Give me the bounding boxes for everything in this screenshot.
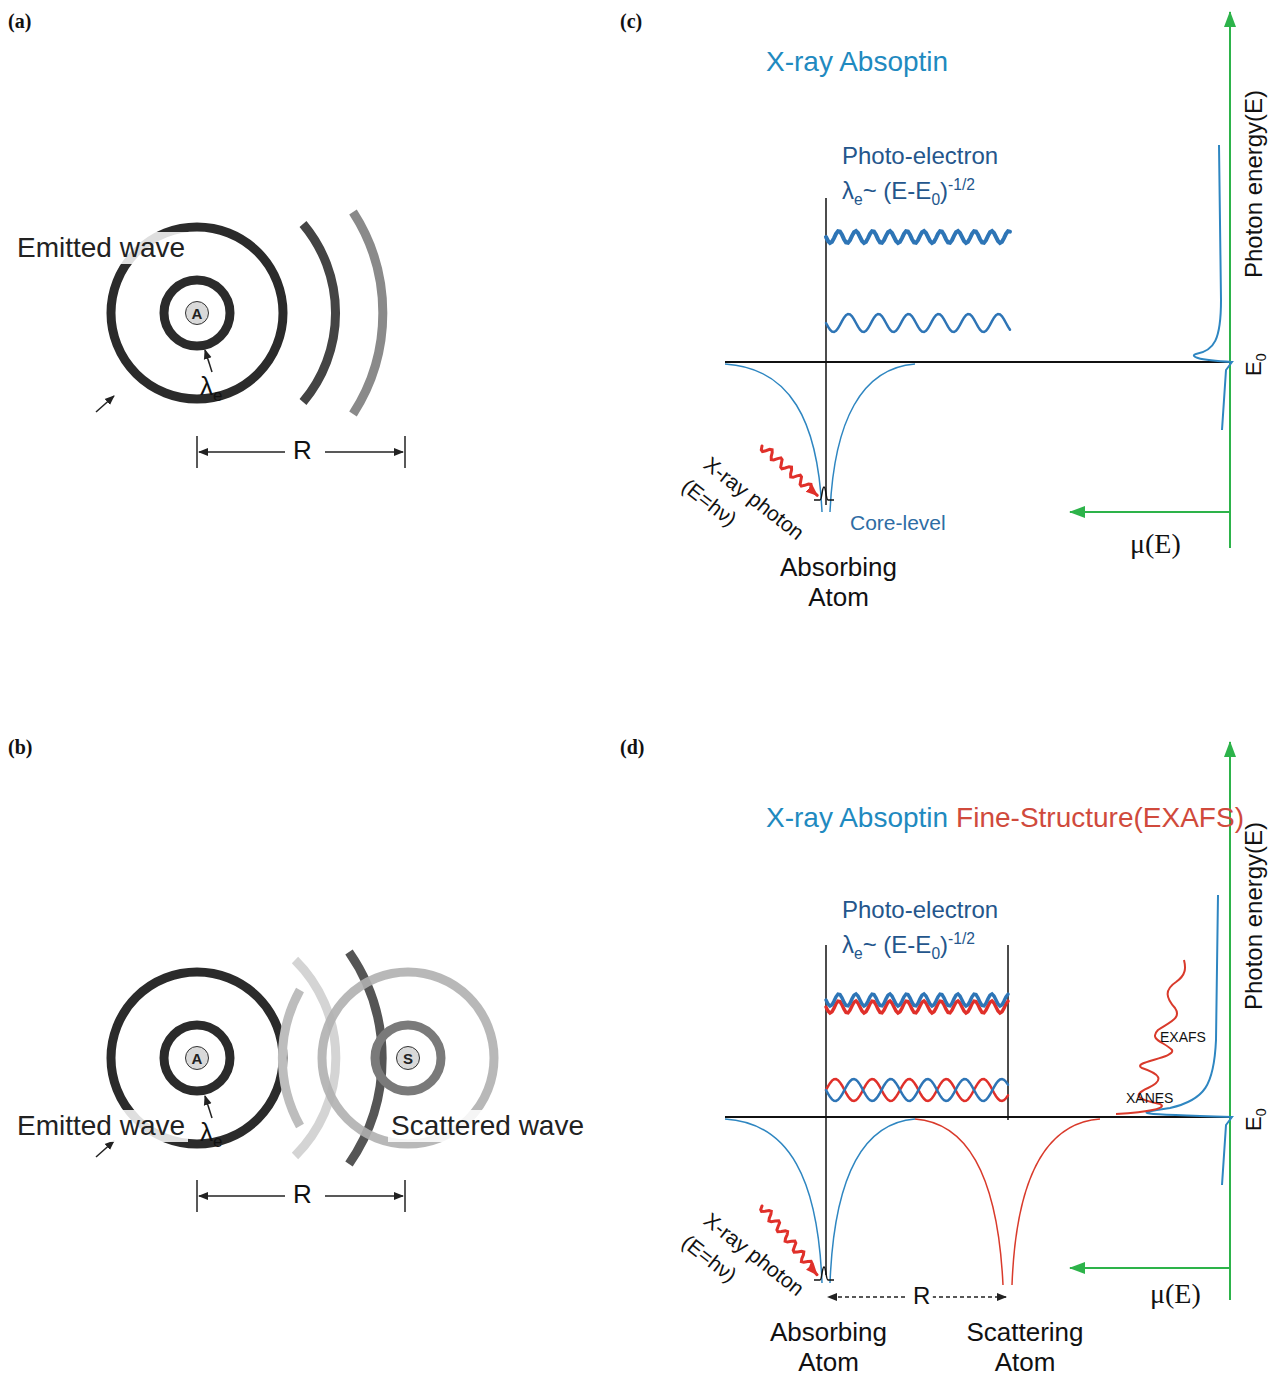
atom-label: Scattering Atom bbox=[950, 1318, 1100, 1378]
atom-label: Absorbing Atom bbox=[766, 553, 911, 613]
distance-dimension bbox=[197, 436, 405, 468]
edge-energy: E bbox=[1241, 1116, 1266, 1131]
formula-part: e bbox=[854, 945, 863, 962]
formula-part: 0 bbox=[931, 191, 940, 208]
electron-wave bbox=[826, 994, 1008, 1006]
edge-energy-subscript: 0 bbox=[1253, 353, 1269, 361]
wave-label: Scattered wave bbox=[388, 1110, 587, 1142]
wave-label: Emitted wave bbox=[14, 232, 188, 264]
electron-wave bbox=[826, 231, 1010, 243]
distance-label: R bbox=[293, 436, 312, 466]
axis-title: Photon energy(E) bbox=[1240, 822, 1268, 1010]
formula-part: λ bbox=[842, 177, 854, 204]
distance-dimension bbox=[197, 1180, 405, 1212]
atom-letter: S bbox=[403, 1051, 413, 1066]
panel-letter: (b) bbox=[8, 736, 32, 759]
region-label: XANES bbox=[1126, 1090, 1173, 1106]
formula-part: ~ (E-E bbox=[863, 177, 932, 204]
atom-node: A bbox=[185, 1046, 209, 1070]
absorption-curve bbox=[1194, 145, 1232, 430]
formula-part: λ bbox=[842, 931, 854, 958]
wavelength-subscript: e bbox=[213, 1132, 222, 1151]
x-ray-photon bbox=[761, 446, 817, 495]
distance-label: R bbox=[910, 1282, 933, 1310]
formula-part: e bbox=[854, 191, 863, 208]
axis-title: μ(E) bbox=[1150, 1278, 1201, 1310]
photoelectron-label: Photo-electron bbox=[842, 896, 998, 924]
text-group: X-ray Absoptin Fine-Structure(EXAFS) bbox=[766, 802, 1244, 834]
panel-letter: (a) bbox=[8, 10, 31, 33]
panel-letter: (c) bbox=[620, 10, 642, 33]
wave-label: Emitted wave bbox=[14, 1110, 188, 1142]
wavelength-subscript: e bbox=[213, 386, 222, 405]
panel-title: X-ray Absoptin bbox=[766, 46, 948, 78]
energy-axes bbox=[725, 12, 1232, 548]
distance-label: R bbox=[293, 1180, 312, 1210]
text-group: λe bbox=[200, 372, 222, 406]
region-label: EXAFS bbox=[1160, 1029, 1206, 1045]
atom-label: Absorbing Atom bbox=[756, 1318, 901, 1378]
electron-wave bbox=[826, 1079, 1008, 1101]
atom-letter: A bbox=[192, 1051, 203, 1066]
atom-node: A bbox=[185, 301, 209, 325]
generated-waves bbox=[761, 231, 1010, 1275]
text-group: λe~ (E-E0)-1/2 bbox=[842, 930, 975, 963]
edge-energy: E bbox=[1241, 361, 1266, 376]
formula-part: ) bbox=[940, 931, 948, 958]
wavelength-symbol: λ bbox=[200, 371, 213, 401]
text-group: λe bbox=[200, 1118, 222, 1152]
core-level-label: Core-level bbox=[850, 511, 946, 535]
electron-wave bbox=[826, 314, 1010, 332]
atom-node: S bbox=[396, 1046, 420, 1070]
text-group: E0 bbox=[1241, 353, 1270, 376]
formula-part: -1/2 bbox=[948, 176, 975, 193]
panel-title: X-ray Absoptin bbox=[766, 802, 948, 833]
atom-letter: A bbox=[192, 306, 203, 321]
formula-part: ) bbox=[940, 177, 948, 204]
panel-title: Fine-Structure(EXAFS) bbox=[956, 802, 1244, 833]
axis-title: Photon energy(E) bbox=[1240, 90, 1268, 278]
edge-energy-subscript: 0 bbox=[1253, 1108, 1269, 1116]
wavelength-arrows bbox=[96, 350, 212, 412]
text-group: λe~ (E-E0)-1/2 bbox=[842, 176, 975, 209]
photoelectron-label: Photo-electron bbox=[842, 142, 998, 170]
electron-wave bbox=[826, 1079, 1008, 1101]
formula-part: -1/2 bbox=[948, 930, 975, 947]
axis-title: μ(E) bbox=[1130, 528, 1181, 560]
text-group: E0 bbox=[1241, 1108, 1270, 1131]
panel-letter: (d) bbox=[620, 736, 644, 759]
wavelength-symbol: λ bbox=[200, 1117, 213, 1147]
formula-part: ~ (E-E bbox=[863, 931, 932, 958]
formula-part: 0 bbox=[931, 945, 940, 962]
